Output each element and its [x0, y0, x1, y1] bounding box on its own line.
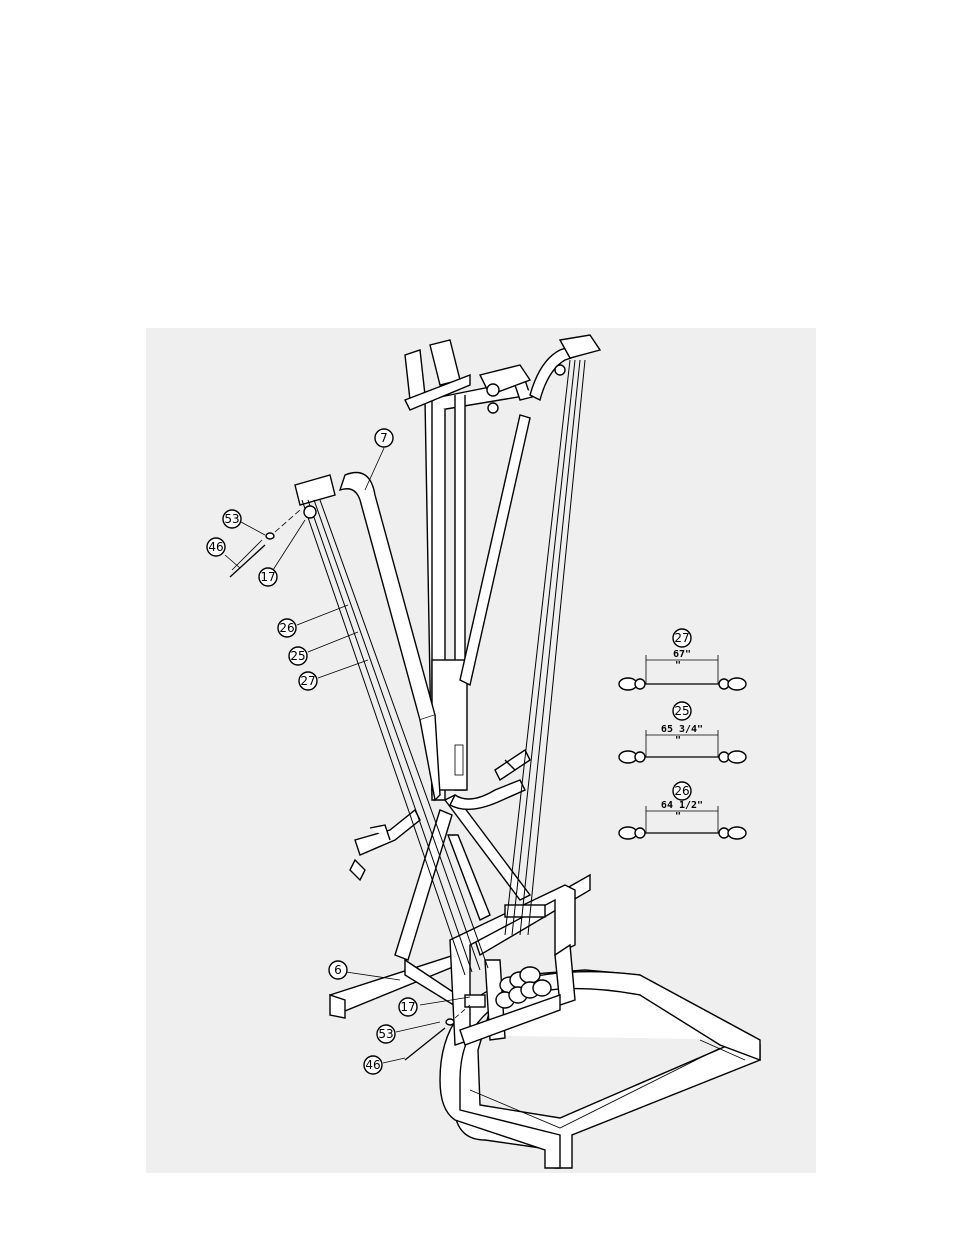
callout-25: 25	[288, 646, 308, 666]
right-arm	[459, 334, 602, 687]
handles	[349, 748, 531, 882]
cable-25-mark: "	[675, 735, 681, 746]
bottom-pulley-stack	[464, 966, 552, 1009]
cables	[301, 359, 586, 976]
callout-17-top-label: 17	[260, 570, 275, 584]
callout-27-label: 27	[300, 674, 315, 688]
cable-27-length: 67"	[673, 649, 691, 660]
lower-legs	[394, 779, 532, 961]
cable-26-mark: "	[675, 811, 681, 822]
callout-6: 6	[328, 960, 348, 980]
cable-27-part: 27	[674, 631, 689, 645]
callout-53-top: 53	[222, 509, 242, 529]
callout-7: 7	[374, 428, 394, 448]
cable-detail-26: 26 64 1/2" "	[618, 781, 747, 840]
cable-detail-27: 27 67" "	[618, 628, 747, 691]
cable-26-length: 64 1/2"	[661, 800, 703, 811]
callout-17-bottom: 17	[398, 997, 418, 1017]
left-arm	[294, 471, 441, 802]
cable-25-length: 65 3/4"	[661, 724, 703, 735]
callout-26: 26	[277, 618, 297, 638]
callout-53-bottom: 53	[376, 1024, 396, 1044]
callout-46-bottom-label: 46	[365, 1058, 380, 1072]
cable-27-mark: "	[675, 660, 681, 671]
leader-lines	[224, 447, 471, 1064]
callout-46-bottom: 46	[363, 1055, 383, 1075]
callout-6-label: 6	[334, 963, 342, 977]
callout-25-label: 25	[290, 649, 305, 663]
lower-hardware	[404, 1004, 471, 1061]
callout-46-top: 46	[206, 537, 226, 557]
callout-17-top: 17	[258, 567, 278, 587]
callout-27: 27	[298, 671, 318, 691]
callout-26-label: 26	[279, 621, 294, 635]
cable-detail-25: 25 65 3/4" "	[618, 701, 747, 764]
callout-53-top-label: 53	[224, 512, 239, 526]
callout-17-bottom-label: 17	[400, 1000, 415, 1014]
cable-26-part: 26	[674, 784, 689, 798]
top-brackets	[404, 339, 541, 414]
diagram-panel	[146, 328, 816, 1173]
front-tower	[449, 873, 591, 1046]
callout-46-top-label: 46	[208, 540, 223, 554]
callout-53-bottom-label: 53	[378, 1027, 393, 1041]
callout-7-label: 7	[380, 431, 388, 445]
cable-25-part: 25	[674, 704, 689, 718]
